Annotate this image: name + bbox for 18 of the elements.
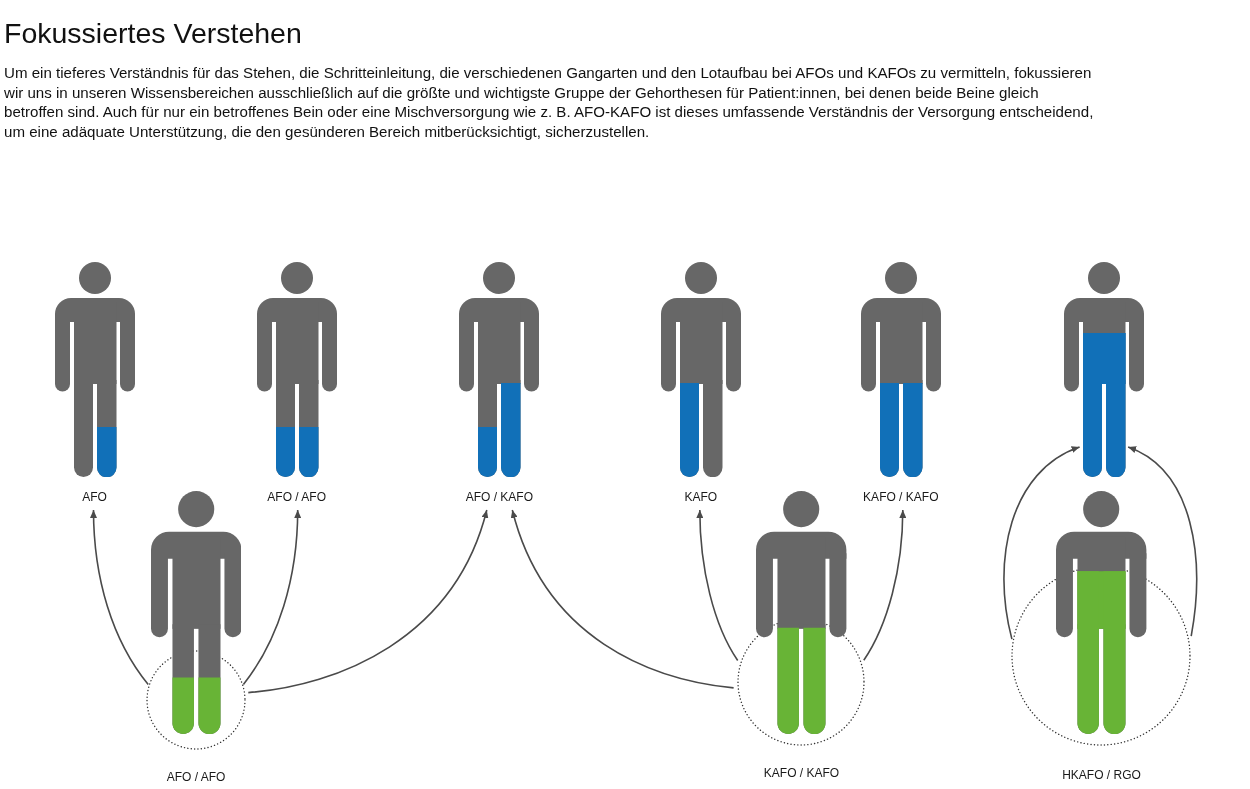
figure-label: AFO / AFO [267, 490, 327, 504]
curved-arrow [511, 509, 735, 689]
figure-label: KAFO / KAFO [863, 490, 939, 504]
curved-arrow [1127, 446, 1198, 637]
curved-arrow [1003, 446, 1081, 640]
figure-label: KAFO / KAFO [763, 766, 840, 780]
title: Fokussiertes Verstehen [4, 16, 302, 50]
figure-label: HKAFO / RGO [1062, 768, 1141, 782]
intro-text: Um ein tieferes Verständnis für das Stehen, die Schritteinleitung, die verschiedenen Gangarten und den Lotaufbau bei AFOs und KAFOs zu vermitteln, fokussieren wir uns in unseren Wissensbereichen ausschließlich auf die größte und wichtigste Gruppe der Gehorthesen für Patient:innen, bei denen beide Beine gleich betroffen sind. Auch für nur ein betroffenes Bein oder eine Mischversorgung wie z. B. AFO-KAFO ist dieses umfassende Verständnis der Versorgung entscheidend, um eine adäquate Unterstützung, die den gesünderen Bereich mitberücksichtigt, sicherzustellen. [4, 63, 1095, 142]
curved-arrow [696, 509, 739, 662]
figure-label: AFO / KAFO [465, 490, 533, 504]
curved-arrow [863, 509, 907, 661]
figure-label: AFO [82, 490, 107, 504]
figure-label: KAFO [684, 490, 718, 504]
curved-arrow [90, 509, 149, 686]
curved-arrow [242, 509, 301, 686]
curved-arrow [247, 509, 488, 694]
figure-label: AFO / AFO [166, 770, 226, 784]
